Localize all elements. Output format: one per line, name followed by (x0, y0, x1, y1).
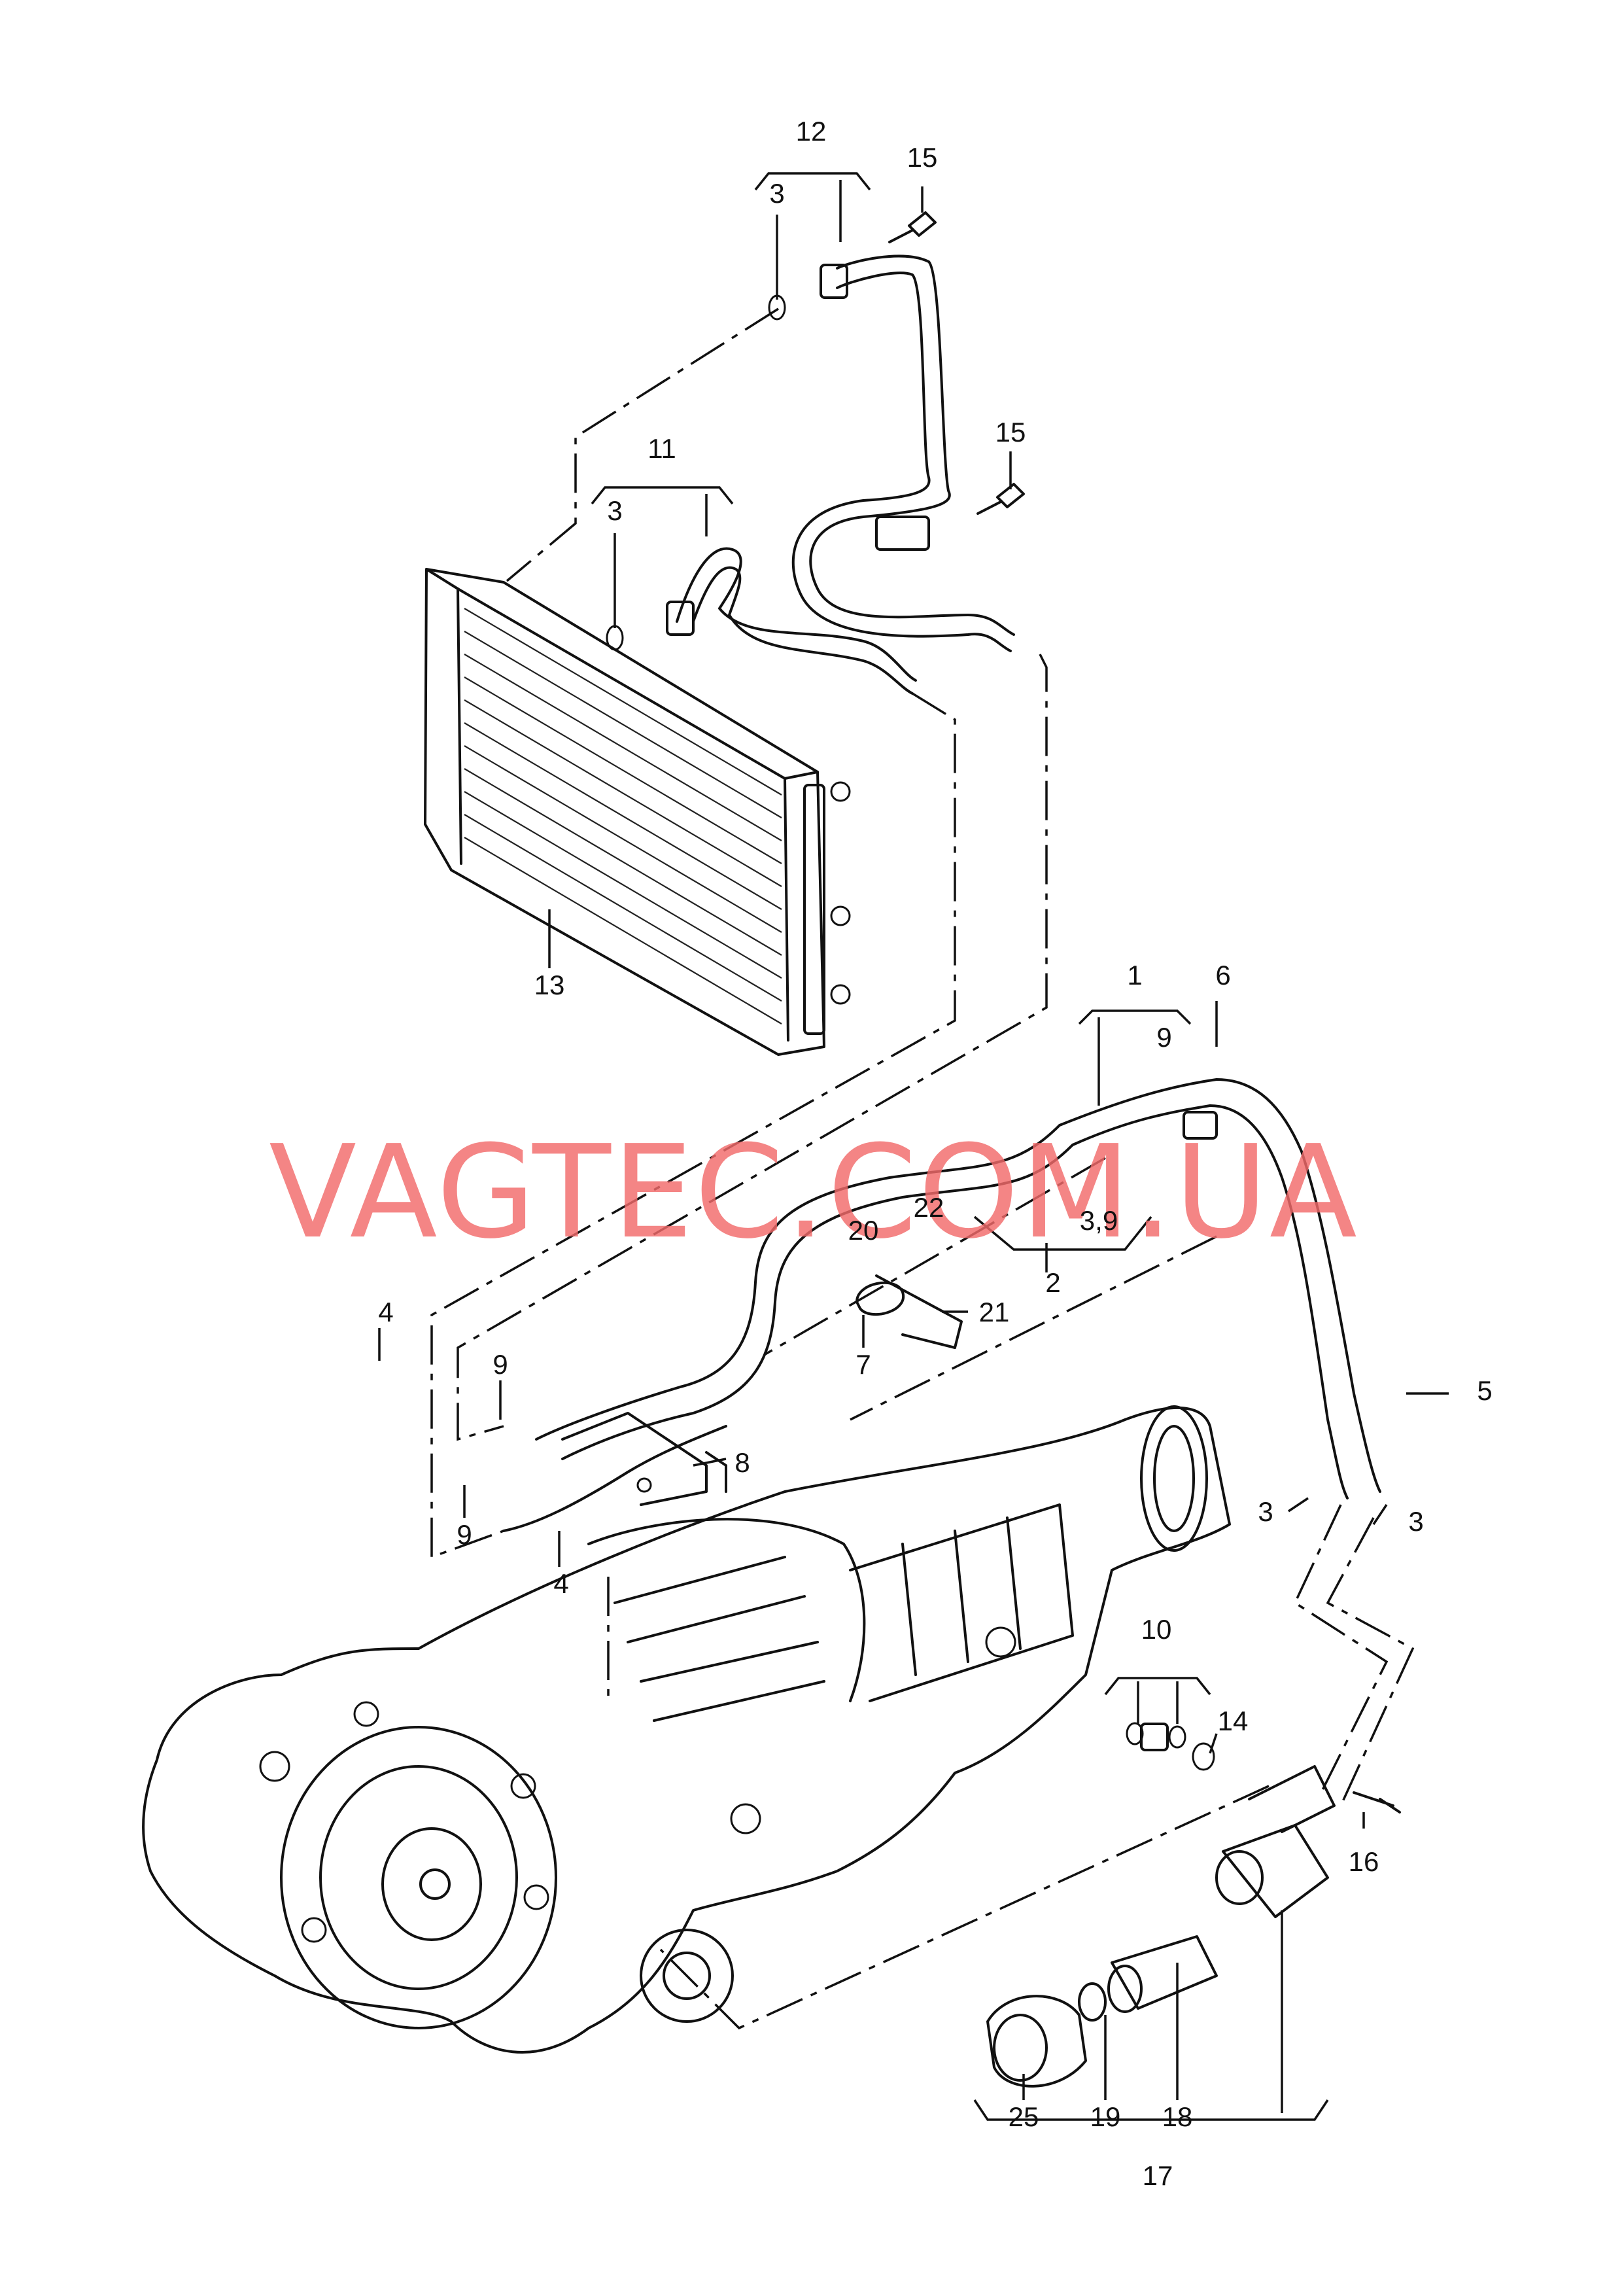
watermark: VAGTEC.COM.UA (269, 1118, 1358, 1267)
callout-3-left-fitting: 3 (1258, 1496, 1273, 1527)
callout-22: 22 (914, 1192, 944, 1223)
clamps-and-brackets (561, 1274, 963, 1506)
callout-11: 11 (648, 433, 676, 464)
callout-25: 25 (1009, 2101, 1039, 2132)
callout-7: 7 (855, 1349, 871, 1380)
callout-leaders (378, 172, 1449, 2121)
assembly-dash-lines (430, 307, 1415, 2030)
callout-4-upper: 4 (378, 1297, 393, 1327)
callout-10: 10 (1141, 1614, 1172, 1645)
oil-cooler-hoses (666, 254, 1015, 695)
callout-9-left-lower: 9 (457, 1519, 472, 1550)
callout-19: 19 (1090, 2101, 1121, 2132)
callout-labels: 12 15 3 11 15 3 13 1 6 9 22 3,9 20 2 21 … (378, 116, 1492, 2191)
callout-3-cooler: 3 (607, 495, 622, 526)
callout-8: 8 (734, 1447, 750, 1478)
callout-21: 21 (979, 1297, 1010, 1327)
radiator-fins (464, 608, 782, 1025)
callout-20: 20 (848, 1215, 879, 1246)
transmission-housing (142, 1405, 1231, 2054)
callout-5: 5 (1477, 1375, 1492, 1406)
callout-3-9: 3,9 (1080, 1205, 1118, 1236)
callout-3-right-fitting: 3 (1408, 1506, 1423, 1537)
callout-14: 14 (1218, 1706, 1249, 1736)
upper-fasteners (606, 211, 1025, 651)
callout-16: 16 (1349, 1846, 1379, 1877)
callout-9-top: 9 (1156, 1022, 1171, 1053)
callout-13: 13 (534, 970, 565, 1000)
callout-6: 6 (1215, 960, 1230, 990)
callout-9-left-upper: 9 (492, 1349, 508, 1380)
callout-12: 12 (796, 116, 827, 147)
transmission-oil-lines (502, 1078, 1381, 1532)
callout-2: 2 (1045, 1267, 1060, 1298)
callout-17: 17 (1143, 2160, 1173, 2191)
callout-1: 1 (1127, 960, 1142, 990)
oil-cooler-radiator (424, 568, 851, 1056)
oil-filter-assembly (986, 1722, 1401, 2088)
callout-4-lower: 4 (553, 1568, 568, 1599)
callout-18: 18 (1162, 2101, 1193, 2132)
callout-15-middle: 15 (995, 417, 1026, 447)
callout-15-upper: 15 (907, 142, 938, 173)
callout-3-upper: 3 (769, 178, 784, 209)
